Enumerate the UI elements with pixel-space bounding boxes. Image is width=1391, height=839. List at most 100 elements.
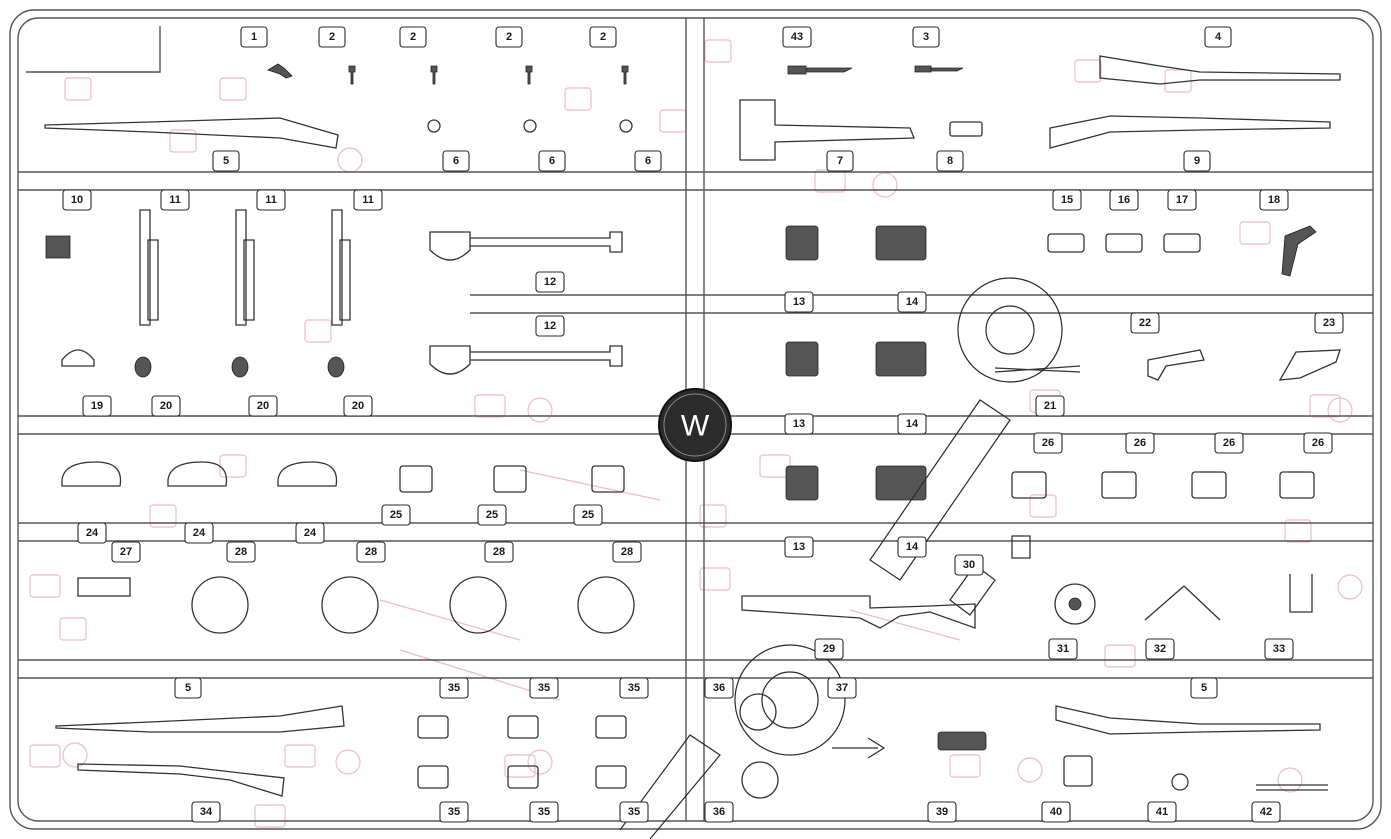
label-11: 11 [160,189,190,211]
svg-text:6: 6 [645,155,651,167]
svg-text:14: 14 [906,296,919,308]
part-43-icon [787,65,853,75]
part-28-disc-icon [191,576,249,634]
part-8-icon [949,121,983,137]
label-5: 5 [1190,677,1218,699]
svg-text:26: 26 [1134,437,1146,449]
part-24-cap-icon [61,461,122,487]
part-15-icon [1047,233,1085,253]
part-21-icon [994,365,1081,373]
svg-text:13: 13 [793,296,805,308]
label-2: 2 [399,26,427,48]
svg-text:28: 28 [235,546,247,558]
part-40-icon [1063,755,1093,787]
part-35-pouch-icon [417,715,627,789]
svg-text:13: 13 [793,541,805,553]
label-12: 12 [535,271,565,293]
label-35: 35 [619,801,649,823]
label-11: 11 [353,189,383,211]
label-33: 33 [1264,638,1294,660]
part-32-bipod-icon [1144,585,1221,621]
label-35: 35 [439,677,469,699]
svg-text:10: 10 [71,194,83,206]
svg-text:4: 4 [1215,31,1222,43]
svg-text:3: 3 [923,31,929,43]
label-6: 6 [634,150,662,172]
svg-text:14: 14 [906,541,919,553]
svg-text:41: 41 [1156,806,1168,818]
label-14: 14 [897,291,927,313]
svg-text:35: 35 [628,806,640,818]
label-27: 27 [111,541,141,563]
label-24: 24 [77,522,107,544]
label-25: 25 [381,504,411,526]
label-21: 21 [1035,395,1065,417]
svg-text:35: 35 [448,682,460,694]
svg-text:17: 17 [1176,194,1188,206]
label-13: 13 [784,413,814,435]
label-35: 35 [619,677,649,699]
svg-text:11: 11 [265,194,277,206]
label-8: 8 [936,150,964,172]
part-41-icon [1171,773,1189,791]
part-29-machinegun-icon [741,595,976,629]
svg-text:34: 34 [200,806,213,818]
svg-text:30: 30 [963,559,975,571]
svg-text:18: 18 [1268,194,1280,206]
label-26: 26 [1303,432,1333,454]
svg-text:19: 19 [91,400,103,412]
svg-text:35: 35 [448,806,460,818]
part-37-icon [832,737,886,759]
part-4-rifle-icon [1099,55,1341,85]
svg-text:7: 7 [837,155,843,167]
part-14-pouch-icon [875,225,927,501]
svg-text:6: 6 [453,155,459,167]
label-22: 22 [1130,312,1160,334]
part-36-ring-icon [739,693,777,731]
svg-text:26: 26 [1223,437,1235,449]
label-2: 2 [495,26,523,48]
svg-text:24: 24 [193,527,206,539]
svg-text:20: 20 [257,400,269,412]
label-20: 20 [151,395,181,417]
svg-text:39: 39 [936,806,948,818]
svg-text:12: 12 [544,320,556,332]
part-19-helmet-icon [61,349,95,367]
part-23-holster-icon [1278,349,1341,381]
svg-text:14: 14 [906,418,919,430]
svg-text:8: 8 [947,155,953,167]
label-11: 11 [256,189,286,211]
watermark [619,277,1063,839]
label-6: 6 [538,150,566,172]
label-19: 19 [82,395,112,417]
label-23: 23 [1314,312,1344,334]
svg-text:26: 26 [1312,437,1324,449]
part-13-pouch-icon [785,225,819,501]
label-41: 41 [1147,801,1177,823]
part-20-grenade-icon [134,356,152,378]
part-12-shovel-icon [429,231,623,261]
part-10-binoculars-icon [45,235,71,259]
label-25: 25 [477,504,507,526]
part-1-icon [267,63,293,79]
label-28: 28 [226,541,256,563]
svg-text:20: 20 [352,400,364,412]
svg-text:35: 35 [538,806,550,818]
svg-text:28: 28 [621,546,633,558]
label-1: 1 [240,26,268,48]
svg-text:35: 35 [538,682,550,694]
label-28: 28 [356,541,386,563]
part-16-icon [1105,233,1143,253]
svg-text:2: 2 [600,31,606,43]
svg-text:40: 40 [1050,806,1062,818]
svg-text:35: 35 [628,682,640,694]
part-5c-rifle-icon [1055,705,1321,735]
svg-text:36: 36 [713,806,725,818]
svg-text:2: 2 [410,31,416,43]
label-3: 3 [912,26,940,48]
svg-text:33: 33 [1273,643,1285,655]
svg-text:37: 37 [836,682,848,694]
label-2: 2 [589,26,617,48]
part-26-icon [1011,471,1047,499]
